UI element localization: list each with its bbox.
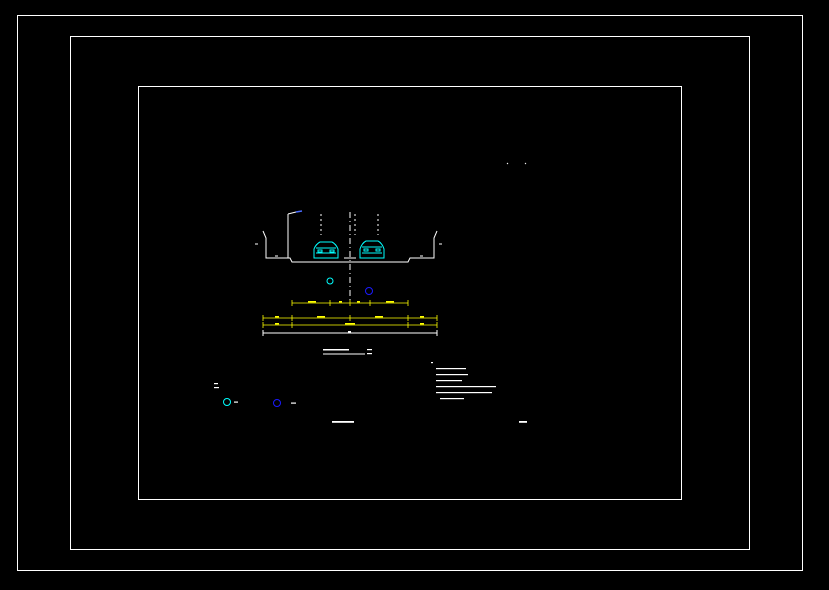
top-right-marks	[506, 162, 527, 165]
left-embankment	[262, 230, 271, 259]
lane-markers	[320, 214, 379, 235]
right-embankment	[429, 230, 438, 259]
scale-block	[323, 349, 372, 355]
drawing-title-block	[332, 421, 527, 423]
section-markers	[326, 277, 373, 295]
street-lamp-icon	[287, 210, 303, 258]
outer-frame	[17, 15, 803, 571]
car-icon	[313, 241, 339, 259]
middle-frame	[70, 36, 750, 550]
right-sidewalk	[350, 257, 429, 263]
circle-marker-icon	[365, 287, 373, 295]
car-icon	[359, 240, 385, 259]
circle-marker-icon	[326, 277, 334, 285]
dimension-lines	[262, 300, 438, 336]
road-cross-section	[255, 210, 442, 300]
legend	[214, 383, 296, 407]
circle-marker-icon	[223, 398, 231, 406]
left-sidewalk	[271, 257, 350, 263]
drawing-border	[138, 86, 682, 500]
notes-block	[431, 362, 496, 400]
circle-marker-icon	[273, 399, 281, 407]
